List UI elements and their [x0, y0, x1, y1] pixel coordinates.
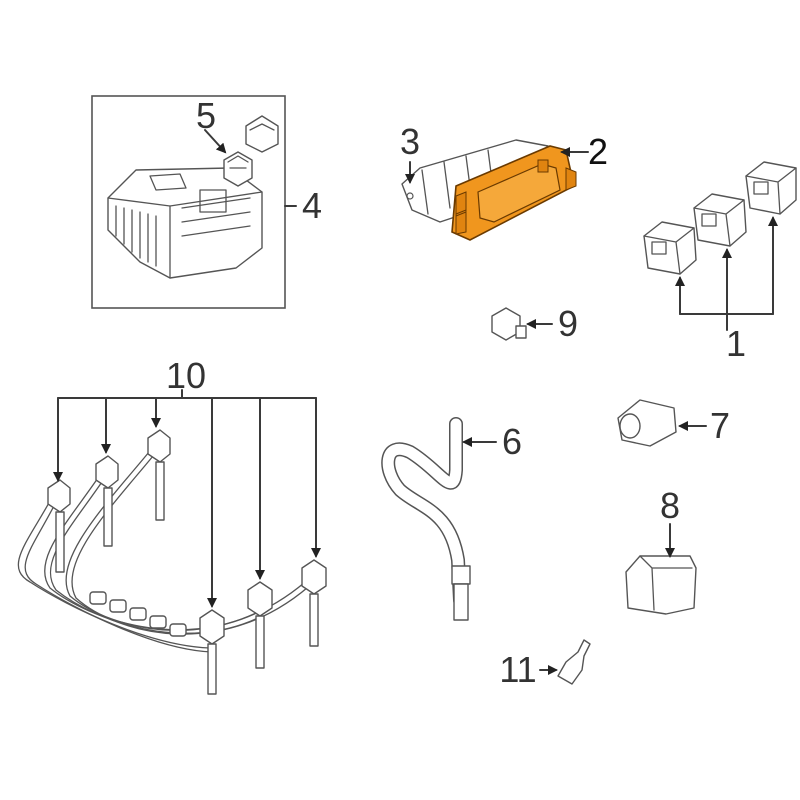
- callout-9: 9: [558, 303, 578, 344]
- part-11-spark-plug: [539, 639, 591, 685]
- ecm-group: [91, 95, 297, 309]
- part-2-highlighted-module: [451, 145, 577, 241]
- callout-1: 1: [726, 323, 746, 364]
- leader-5: [204, 129, 227, 154]
- plug-boot-4: [199, 609, 225, 695]
- plug-boot-2: [95, 455, 119, 547]
- callout-10: 10: [166, 355, 206, 396]
- part-6-hose: [381, 417, 497, 621]
- callout-11: 11: [499, 649, 536, 690]
- plug-boot-6: [301, 559, 327, 647]
- plug-boot-1: [47, 479, 71, 573]
- ecm-frame: [91, 95, 286, 309]
- callout-4: 4: [302, 185, 322, 226]
- plug-boot-5: [247, 581, 273, 669]
- part-8-bracket: [625, 523, 697, 615]
- plug-boot-3: [147, 429, 171, 521]
- coil-1a: [643, 221, 697, 275]
- part-5-connector: [223, 151, 253, 187]
- coil-1b: [693, 193, 747, 247]
- ignition-module-group: [401, 139, 589, 241]
- callout-5: 5: [196, 95, 216, 136]
- callout-3: 3: [400, 121, 420, 162]
- coil-connectors: [89, 591, 187, 637]
- callout-7: 7: [710, 405, 730, 446]
- part-9-sensor: [491, 307, 553, 341]
- coil-group: [643, 161, 797, 331]
- callout-6: 6: [502, 421, 522, 462]
- wire-set-group: [17, 389, 327, 695]
- callout-2: 2: [588, 131, 608, 172]
- ecm-module: [107, 167, 263, 279]
- part-7-sensor: [617, 399, 707, 447]
- callout-8: 8: [660, 485, 680, 526]
- coil-1c: [745, 161, 797, 215]
- part-5-clip: [245, 115, 279, 153]
